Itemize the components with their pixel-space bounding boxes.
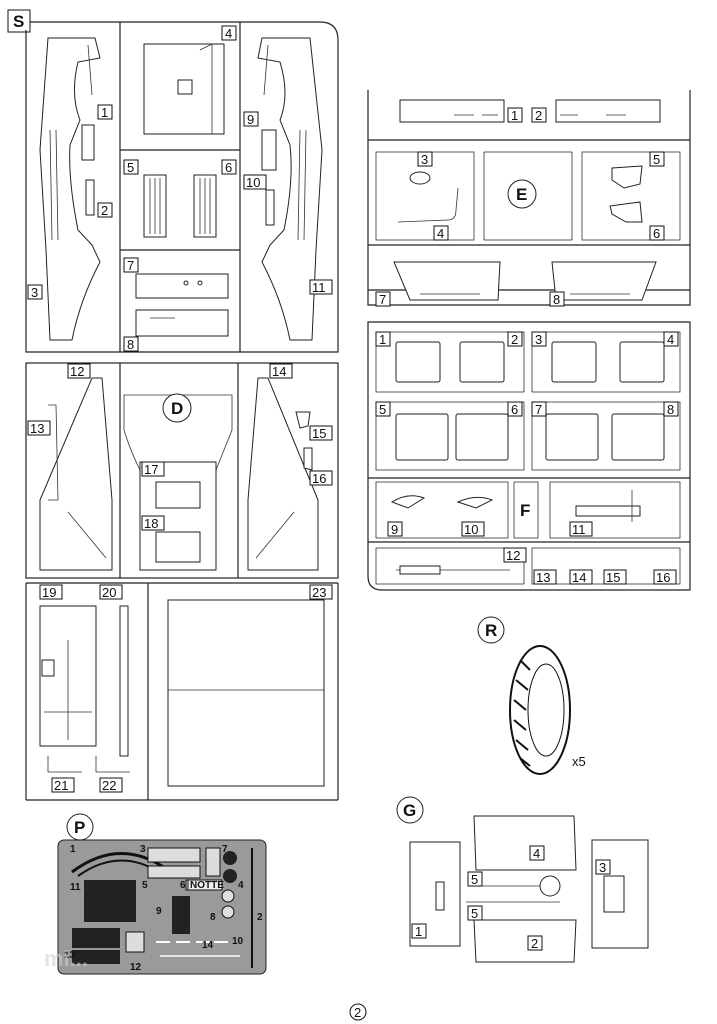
pe-label-6: 6 [180, 880, 186, 891]
sprue-d-label-13: 13 [30, 421, 44, 436]
sprue-f-label-9: 9 [391, 522, 398, 537]
sprue-r-letter: R [485, 621, 497, 640]
sprue-d-label-19: 19 [42, 585, 56, 600]
sprue-d-label-16: 16 [312, 471, 326, 486]
sprue-f-label-8: 8 [667, 402, 674, 417]
sprue-e-label-8: 8 [553, 292, 560, 307]
pe-label-1: 1 [70, 844, 76, 855]
sprue-g-label-4: 4 [533, 846, 540, 861]
tire-quantity-label: x5 [572, 754, 586, 769]
pe-label-14: 14 [202, 940, 214, 951]
sprue-f-letter: F [520, 501, 530, 520]
sprue-e-label-5: 5 [653, 152, 660, 167]
pe-label-4: 4 [238, 880, 244, 891]
sprue-s-label-3: 3 [31, 285, 38, 300]
sprue-s-letter: S [13, 12, 24, 31]
pe-label-11: 11 [70, 882, 81, 893]
sprue-f: F 1 2 3 4 5 6 7 8 9 10 11 12 13 14 15 [367, 321, 691, 591]
sprue-g-label-3: 3 [599, 860, 606, 875]
page-number: 2 [354, 1005, 361, 1020]
sprue-f-label-11: 11 [572, 522, 586, 537]
sprue-f-label-15: 15 [606, 570, 620, 585]
sprue-d-letter: D [171, 399, 183, 418]
pe-label-7: 7 [222, 844, 228, 855]
sprue-d-label-23: 23 [312, 585, 326, 600]
sprue-s-label-5: 5 [127, 160, 134, 175]
sprue-f-label-3: 3 [535, 332, 542, 347]
sprue-g-label-1: 1 [415, 924, 422, 939]
sprue-d-label-15: 15 [312, 426, 326, 441]
sprue-d-label-14: 14 [272, 364, 286, 379]
photo-etch-p: P NOTTE 1 2 3 4 5 6 7 8 9 10 11 12 13 [57, 813, 267, 975]
sprue-s-label-9: 9 [247, 112, 254, 127]
sprue-g: G 1 2 3 4 5 5 [396, 796, 649, 963]
sprue-f-label-7: 7 [535, 402, 542, 417]
sprue-e-label-6: 6 [653, 226, 660, 241]
sprue-g-label-5a: 5 [471, 872, 478, 887]
sprue-f-label-1: 1 [379, 332, 386, 347]
sprue-d-label-20: 20 [102, 585, 116, 600]
sprue-s-label-11: 11 [312, 280, 326, 295]
watermark-text: mi... [44, 946, 88, 971]
pe-label-12: 12 [130, 962, 142, 973]
sprue-s-label-1: 1 [101, 105, 108, 120]
sprue-g-label-5b: 5 [471, 906, 478, 921]
tire-r: R x5 [477, 616, 586, 775]
sprue-s-label-8: 8 [127, 337, 134, 352]
sprue-d: D 12 13 14 15 16 [25, 362, 339, 801]
sprue-s-label-4: 4 [225, 26, 232, 41]
sprue-e-label-7: 7 [379, 292, 386, 307]
sprue-d-label-17: 17 [144, 462, 158, 477]
sprue-e-label-1: 1 [511, 108, 518, 123]
sprue-s-label-7: 7 [127, 258, 134, 273]
pe-label-5: 5 [142, 880, 148, 891]
sprue-e: E 1 2 3 4 5 6 7 8 [367, 90, 691, 307]
pe-label-10: 10 [232, 936, 244, 947]
sprue-f-label-14: 14 [572, 570, 586, 585]
sprue-d-label-12: 12 [70, 364, 84, 379]
sprue-f-label-10: 10 [464, 522, 478, 537]
sprue-f-label-6: 6 [511, 402, 518, 417]
sprue-f-label-4: 4 [667, 332, 674, 347]
pe-label-13: 13 [64, 950, 76, 961]
sprue-s-label-2: 2 [101, 203, 108, 218]
sprue-d-label-22: 22 [102, 778, 116, 793]
sprue-f-label-16: 16 [656, 570, 670, 585]
sprue-d-label-21: 21 [54, 778, 68, 793]
etched-nameplate-text: NOTTE [190, 880, 224, 891]
sprue-f-label-12: 12 [506, 548, 520, 563]
sprue-s-label-6: 6 [225, 160, 232, 175]
sprue-e-label-3: 3 [421, 152, 428, 167]
pe-label-8: 8 [210, 912, 216, 923]
sprue-e-label-4: 4 [437, 226, 444, 241]
sprue-g-letter: G [403, 801, 416, 820]
sprue-d-label-18: 18 [144, 516, 158, 531]
sprue-f-label-5: 5 [379, 402, 386, 417]
sprue-g-label-2: 2 [531, 936, 538, 951]
sprue-e-letter: E [516, 185, 527, 204]
sprue-f-label-13: 13 [536, 570, 550, 585]
sprue-f-label-2: 2 [511, 332, 518, 347]
sprue-s-label-10: 10 [246, 175, 260, 190]
sprue-p-letter: P [74, 818, 85, 837]
pe-label-3: 3 [140, 844, 146, 855]
pe-label-2: 2 [257, 912, 263, 923]
pe-label-9: 9 [156, 906, 162, 917]
sprue-e-label-2: 2 [535, 108, 542, 123]
sprue-s: S [7, 9, 339, 353]
